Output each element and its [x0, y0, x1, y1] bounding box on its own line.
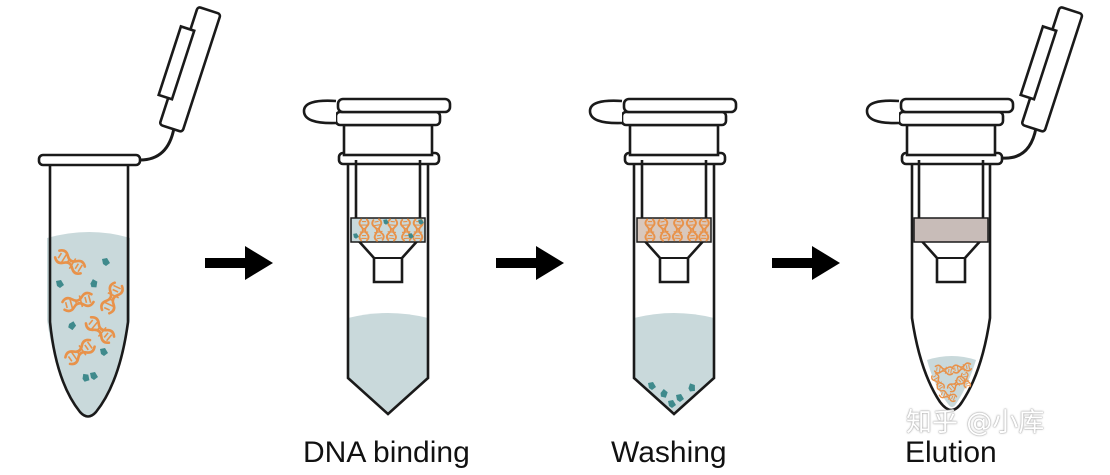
arrow-right-icon — [205, 246, 273, 280]
binding-tube — [302, 97, 452, 416]
tube-4-membrane — [913, 217, 989, 243]
sample-tube — [37, 6, 222, 418]
tube-1-cap — [157, 6, 222, 133]
tube-2-body — [346, 160, 430, 416]
tube-3-liquid — [634, 313, 714, 412]
tube-1-body — [48, 165, 130, 418]
tube-3-body — [632, 160, 716, 416]
spin-column-icon — [588, 97, 738, 284]
step-label-elution: Elution — [905, 436, 997, 469]
washing-tube — [588, 97, 738, 416]
tube-1-rim — [37, 153, 142, 167]
step-label-dna-binding: DNA binding — [303, 436, 470, 469]
tube-4-cap — [1019, 6, 1084, 133]
step-label-washing: Washing — [611, 436, 727, 469]
watermark: 知乎 @小库 — [906, 408, 1045, 438]
tube-4-body — [910, 160, 992, 412]
tube-4-hinge — [1001, 127, 1038, 160]
tube-2-liquid — [348, 313, 428, 412]
elution-tube — [865, 6, 1084, 412]
tube-1-hinge — [139, 127, 176, 162]
arrow-right-icon — [772, 246, 840, 280]
arrow-right-icon — [496, 246, 564, 280]
